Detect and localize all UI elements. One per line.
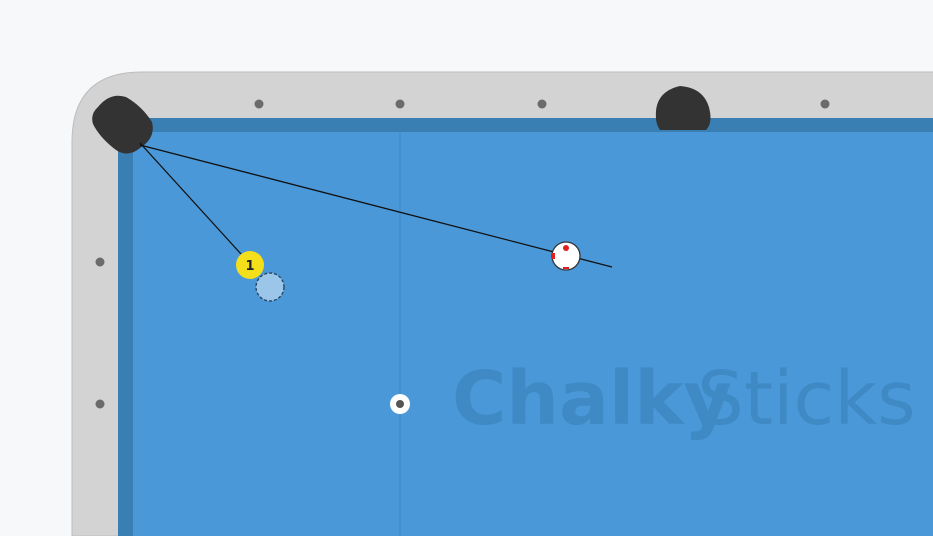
spot-icon (390, 394, 410, 414)
diamond-icon (95, 257, 105, 267)
cue-mark-bottom (563, 267, 569, 269)
cue-aim-dot (563, 245, 569, 251)
pocket-icon[interactable] (655, 86, 711, 130)
ghost-ball (255, 272, 285, 302)
watermark-chalky: Chalky (452, 356, 732, 442)
diamond-icon (395, 99, 405, 109)
cue-ball[interactable] (551, 241, 581, 271)
diamond-icon (95, 399, 105, 409)
cushion-jaw-left (118, 150, 133, 536)
cue-mark-left (552, 253, 555, 259)
object-ball-path-line (139, 142, 242, 255)
diamond-icon (820, 99, 830, 109)
object-ball-1[interactable]: 1 (236, 251, 264, 279)
diamond-icon (537, 99, 547, 109)
ball-number: 1 (245, 259, 254, 274)
felt (133, 132, 933, 536)
cue-ball-aim-line (139, 144, 613, 268)
cushion-jaw-top-right (706, 118, 933, 132)
watermark-sticks: Sticks (697, 356, 916, 442)
diamond-icon (254, 99, 264, 109)
cushion-jaw-top (150, 118, 660, 132)
pocket-icon[interactable] (92, 95, 153, 154)
